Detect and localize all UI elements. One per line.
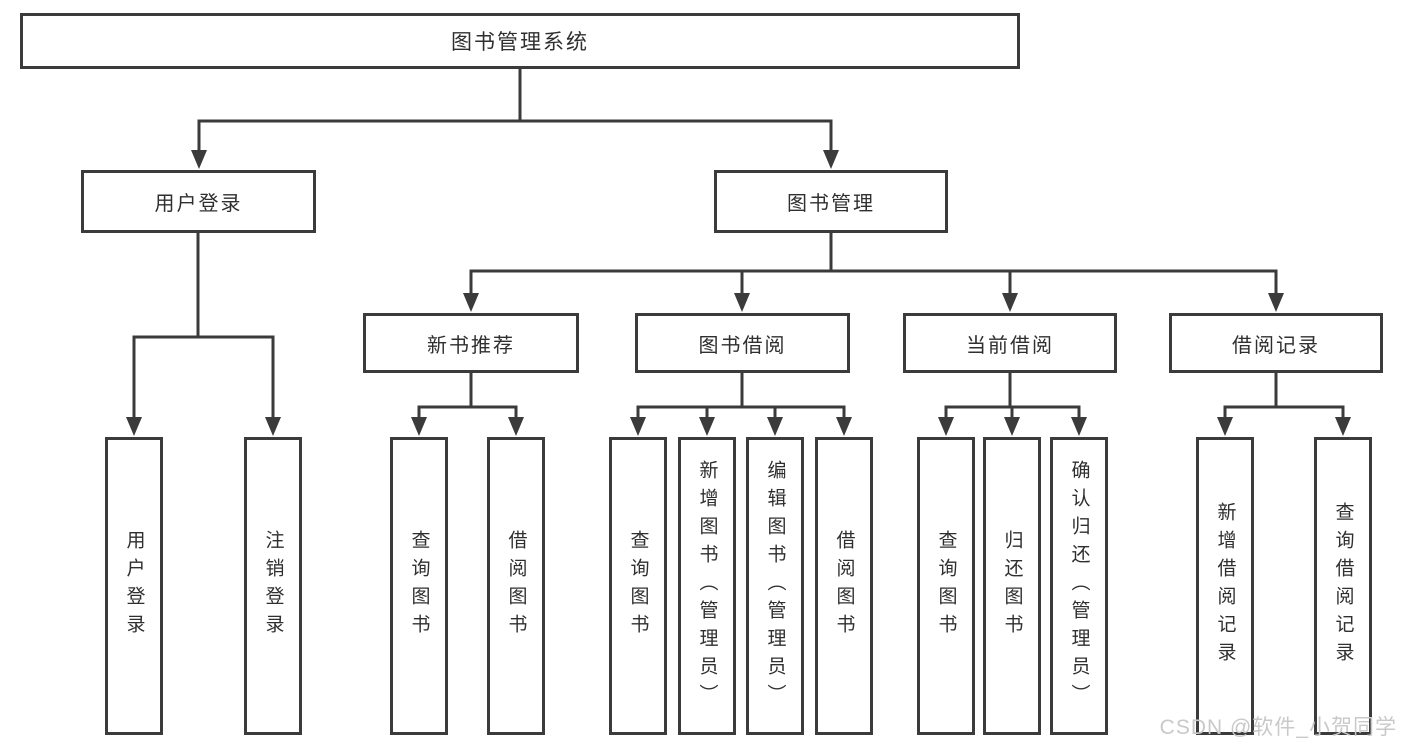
arrow-down-icon [1217,417,1233,436]
leaf-logout: 注销登录 [244,437,302,735]
arrow-down-icon [767,417,783,436]
node-label: 借阅记录 [1232,334,1320,357]
node-label: 注销登录 [262,530,284,642]
node-user-login: 用户登录 [81,170,316,233]
leaf-return-books: 归还图书 [983,437,1041,735]
arrow-down-icon [938,417,954,436]
arrow-down-icon [191,150,207,169]
leaf-query-books-newrec: 查询图书 [390,437,448,735]
leaf-borrow-books-borrow: 借阅图书 [815,437,873,735]
leaf-add-books-admin: 新增图书（管理员） [678,437,736,735]
node-label: 新书推荐 [427,334,515,357]
node-library-management-system: 图书管理系统 [20,13,1020,69]
node-label: 查询图书 [935,530,957,642]
leaf-edit-books-admin: 编辑图书（管理员） [746,437,804,735]
node-label: 编辑图书（管理员） [764,460,786,712]
arrow-down-icon [126,417,142,436]
node-label: 确认归还（管理员） [1068,460,1090,712]
node-borrowing-records: 借阅记录 [1169,313,1383,373]
node-label: 归还图书 [1001,530,1023,642]
node-label: 查询借阅记录 [1332,502,1354,670]
arrow-down-icon [823,150,839,169]
arrow-down-icon [630,417,646,436]
arrow-down-icon [411,417,427,436]
leaf-add-borrow-record: 新增借阅记录 [1196,437,1254,735]
arrow-down-icon [1002,293,1018,312]
leaf-query-books-borrow: 查询图书 [609,437,667,735]
node-label: 用户登录 [123,530,145,642]
arrow-down-icon [1004,417,1020,436]
arrow-down-icon [836,417,852,436]
watermark: CSDN @软件_小贺同学 [1159,716,1397,739]
node-book-borrowing: 图书借阅 [635,313,850,373]
node-label: 用户登录 [154,193,243,215]
arrow-down-icon [265,417,281,436]
node-new-book-recommendation: 新书推荐 [363,313,579,373]
arrow-down-icon [1268,293,1284,312]
node-label: 借阅图书 [833,530,855,642]
node-label: 借阅图书 [505,530,527,642]
node-book-management: 图书管理 [714,170,948,233]
arrow-down-icon [699,417,715,436]
leaf-borrow-books-newrec: 借阅图书 [487,437,545,735]
leaf-confirm-return-admin: 确认归还（管理员） [1050,437,1108,735]
node-label: 查询图书 [627,530,649,642]
node-label: 图书管理系统 [451,31,589,54]
arrow-down-icon [1335,417,1351,436]
leaf-query-books-current: 查询图书 [917,437,975,735]
node-current-borrowing: 当前借阅 [903,313,1117,373]
arrow-down-icon [1071,417,1087,436]
arrow-down-icon [734,293,750,312]
leaf-query-borrow-record: 查询借阅记录 [1314,437,1372,735]
node-label: 图书借阅 [698,334,787,357]
arrow-down-icon [463,293,479,312]
node-label: 图书管理 [787,193,875,215]
node-label: 新增图书（管理员） [696,460,718,712]
leaf-user-login: 用户登录 [105,437,163,735]
arrow-down-icon [508,417,524,436]
node-label: 新增借阅记录 [1214,502,1236,670]
node-label: 当前借阅 [966,334,1054,357]
node-label: 查询图书 [408,530,430,642]
